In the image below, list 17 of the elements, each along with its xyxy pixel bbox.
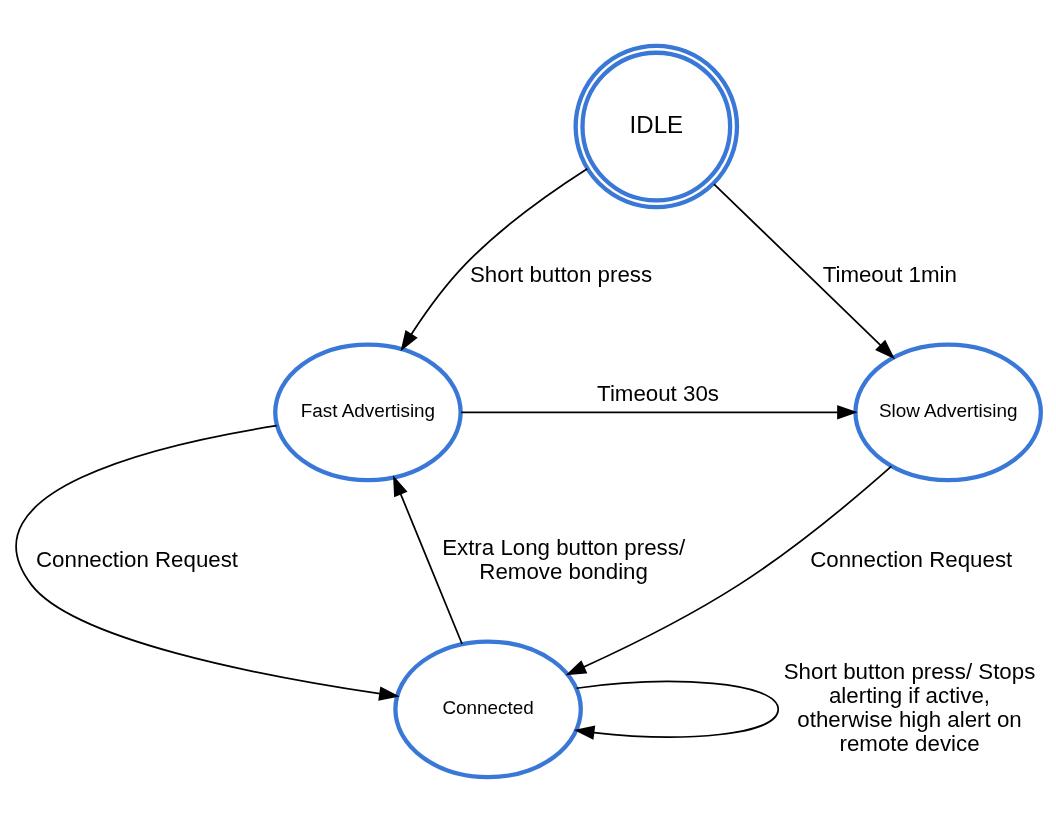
arrow [393,474,463,645]
edge-label: Extra Long button press/ Remove bonding [442,534,686,584]
edge-label: Timeout 30s [597,380,719,406]
edge-label: Connection Request [36,546,239,572]
arrow [400,167,589,351]
node-ellipse: Fast Advertising [273,341,463,482]
edge-label: Connection Request [810,546,1013,572]
arrow [15,424,400,701]
arrow [460,404,858,420]
edge-label: Short button press [469,261,653,287]
node-circle: IDLE [573,43,740,209]
arrow [713,182,895,359]
node-ellipse: Connected [393,638,583,779]
arrow [573,680,780,740]
arrow [565,465,893,675]
edge-label: Short button press/ Stops alerting if active, otherwise high alert on remote device [783,658,1036,756]
edge-label: Timeout 1min [822,261,957,287]
